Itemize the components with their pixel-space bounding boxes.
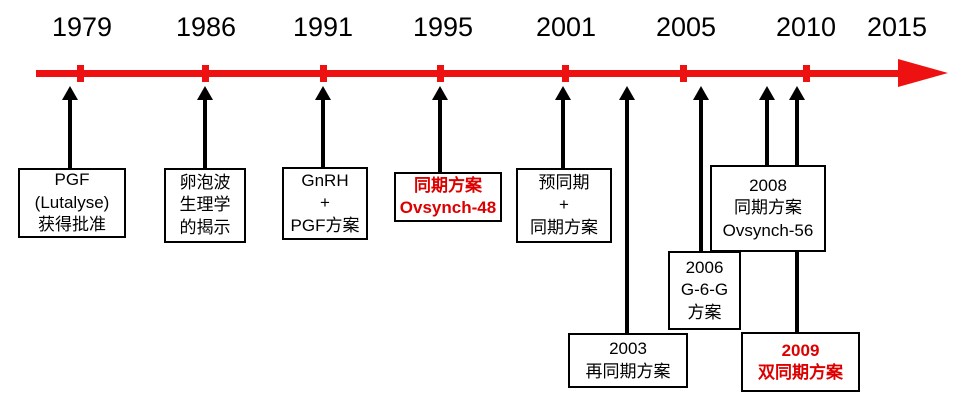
year-label-2001: 2001	[535, 12, 597, 42]
up-arrow-presynch	[555, 86, 571, 168]
event-box-line: (Lutalyse)	[34, 192, 110, 212]
event-box-gnrh-pgf: GnRH + PGF方案	[282, 167, 368, 240]
up-arrow-pgf	[62, 86, 78, 168]
event-box-line: 预同期	[538, 172, 590, 192]
up-arrow-2008	[759, 86, 775, 165]
event-box-line: Ovsynch-48	[399, 198, 497, 217]
event-box-line: 方案	[687, 302, 722, 322]
event-box-line: 2009	[781, 340, 820, 360]
event-box-line: 获得批准	[38, 215, 106, 235]
event-box-line: 生理学	[179, 195, 231, 215]
event-box-line: Ovsynch-56	[722, 220, 814, 240]
up-arrow-follicle	[197, 86, 213, 168]
year-label-1979: 1979	[51, 12, 113, 42]
event-box-line: 同期方案	[530, 217, 598, 237]
event-box-line: GnRH	[301, 170, 349, 190]
event-box-line: 同期方案	[414, 175, 482, 195]
year-label-1986: 1986	[175, 12, 237, 42]
event-box-line: +	[559, 195, 569, 215]
year-label-2010: 2010	[775, 12, 837, 42]
event-box-double-ovsynch-2009: 2009 双同期方案	[741, 332, 860, 392]
year-label-1991: 1991	[292, 12, 354, 42]
event-box-line: +	[320, 193, 330, 213]
tick-mark-1979	[77, 65, 84, 82]
event-box-pgf-approval: PGF (Lutalyse) 获得批准	[18, 168, 126, 238]
tick-mark-1991	[320, 65, 327, 82]
event-box-follicle-wave: 卵泡波 生理学 的揭示	[164, 168, 246, 243]
event-box-line: 再同期方案	[585, 361, 671, 381]
event-box-line: PGF	[54, 170, 90, 190]
event-box-line: 的揭示	[179, 217, 231, 237]
axis-arrowhead-icon	[898, 59, 948, 87]
event-box-line: 2008	[749, 175, 787, 195]
tick-mark-1986	[202, 65, 209, 82]
event-box-line: 双同期方案	[758, 363, 843, 382]
year-label-2015: 2015	[866, 12, 928, 42]
tick-mark-2001	[562, 65, 569, 82]
up-arrow-gnrh	[315, 86, 331, 167]
year-label-1995: 1995	[412, 12, 474, 42]
event-box-line: 2003	[609, 339, 647, 359]
tick-mark-1995	[437, 65, 444, 82]
event-box-line: 2006	[685, 257, 724, 277]
event-box-line: PGF方案	[290, 215, 360, 235]
tick-mark-2005	[680, 65, 687, 82]
event-box-line: 同期方案	[734, 198, 802, 218]
up-arrow-2006	[693, 86, 709, 251]
year-label-2005: 2005	[655, 12, 717, 42]
event-box-ovsynch56-2008: 2008 同期方案 Ovsynch-56	[710, 165, 826, 252]
event-box-ovsynch48: 同期方案 Ovsynch-48	[394, 172, 502, 222]
up-arrow-2003	[619, 86, 635, 333]
event-box-line: 卵泡波	[179, 172, 231, 192]
tick-mark-2010	[803, 65, 810, 82]
event-box-g6g-2006: 2006 G-6-G 方案	[668, 251, 741, 330]
up-arrow-ovsynch48	[432, 86, 448, 172]
event-box-resynch-2003: 2003 再同期方案	[568, 333, 688, 388]
timeline-axis	[36, 70, 904, 77]
event-box-line: G-6-G	[680, 280, 729, 300]
event-box-presynch: 预同期 + 同期方案	[516, 168, 612, 243]
